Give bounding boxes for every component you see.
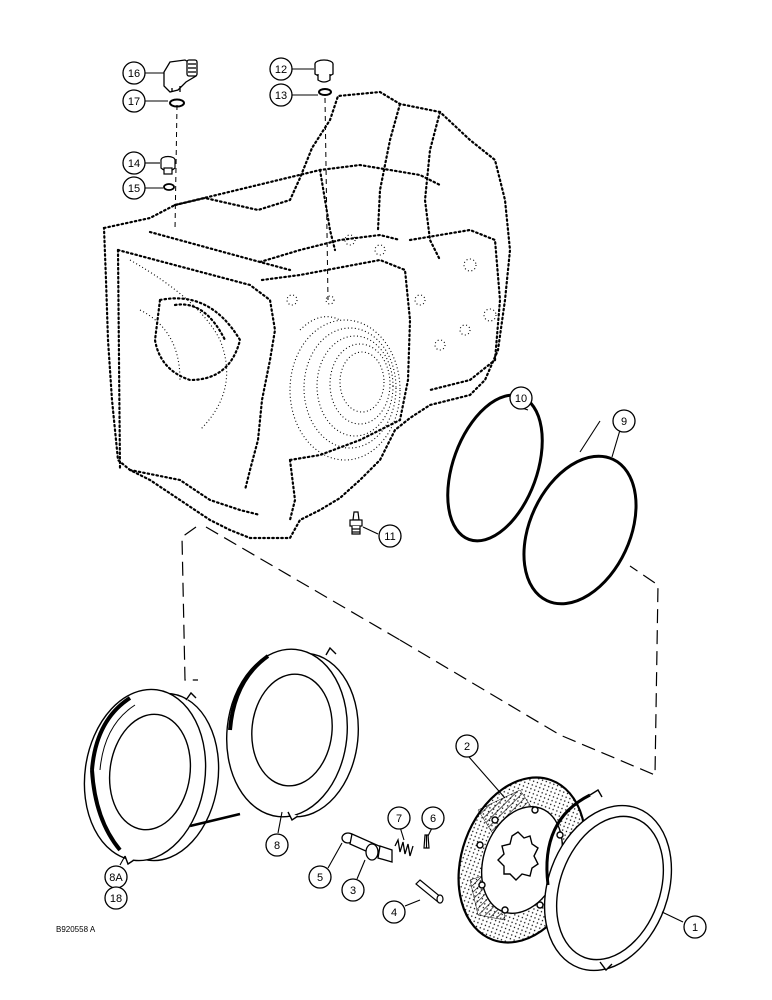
callout-9: 9	[612, 409, 636, 433]
callout-17: 17	[122, 89, 146, 113]
pin-4	[415, 879, 444, 904]
callout-3: 3	[341, 878, 365, 902]
callout-17-label: 17	[128, 96, 140, 108]
callout-7-label: 7	[396, 813, 402, 825]
plate-link-line	[189, 812, 241, 828]
callout-10-label: 10	[515, 393, 527, 405]
shaft-3	[341, 832, 393, 863]
callout-12-label: 12	[275, 64, 287, 76]
callout-8: 8	[265, 833, 289, 857]
separator-plate-1	[543, 789, 673, 972]
callout-6: 6	[421, 806, 445, 830]
callout-13: 13	[269, 83, 293, 107]
callout-11: 11	[378, 524, 402, 548]
callout-14-label: 14	[128, 158, 140, 170]
pin-6	[423, 834, 430, 849]
callout-8a-label: 8A	[109, 872, 123, 884]
callout-1: 1	[683, 915, 707, 939]
pressure-plate-8	[225, 646, 360, 822]
o-ring-15	[163, 183, 175, 191]
callout-18-label: 18	[110, 893, 122, 905]
leader-lines	[119, 68, 684, 923]
o-ring-10	[446, 393, 544, 543]
o-ring-9	[522, 454, 638, 606]
transmission-housing	[102, 90, 512, 540]
drawing-code: B920558 A	[56, 925, 96, 934]
bleeder-screw-11	[349, 511, 363, 535]
plug-12	[314, 59, 334, 83]
spring-7	[394, 837, 414, 857]
callout-8a-18: 8A 18	[104, 865, 128, 910]
callout-7: 7	[387, 806, 411, 830]
elbow-fitting-16	[163, 59, 198, 93]
callout-9-label: 9	[621, 416, 627, 428]
callout-5-label: 5	[317, 872, 323, 884]
callout-5: 5	[308, 865, 332, 889]
callout-8-label: 8	[274, 840, 280, 852]
callout-16: 16	[122, 61, 146, 85]
pressure-plate-8a	[83, 688, 220, 866]
callout-12: 12	[269, 57, 293, 81]
callout-6-label: 6	[430, 813, 436, 825]
housing-bore	[129, 234, 497, 461]
callout-13-label: 13	[275, 90, 287, 102]
callout-11-label: 11	[384, 531, 395, 543]
fitting-assembly-lines	[174, 97, 329, 301]
o-ring-13	[318, 88, 332, 96]
callout-1-label: 1	[692, 922, 698, 934]
callout-4-label: 4	[391, 907, 397, 919]
o-ring-17	[169, 98, 185, 108]
plug-14	[160, 155, 176, 175]
callout-2-label: 2	[464, 741, 470, 753]
disc-assembly-line	[181, 526, 659, 776]
callout-4: 4	[382, 900, 406, 924]
callouts: 16 17 12 13 14 15 11 10 9 2 7 6 8 5 3 4 …	[104, 57, 707, 939]
callout-3-label: 3	[350, 885, 356, 897]
callout-15-label: 15	[128, 183, 140, 195]
callout-14: 14	[122, 151, 146, 175]
callout-10: 10	[509, 386, 533, 410]
callout-15: 15	[122, 176, 146, 200]
callout-2: 2	[455, 734, 479, 758]
callout-16-label: 16	[128, 68, 140, 80]
